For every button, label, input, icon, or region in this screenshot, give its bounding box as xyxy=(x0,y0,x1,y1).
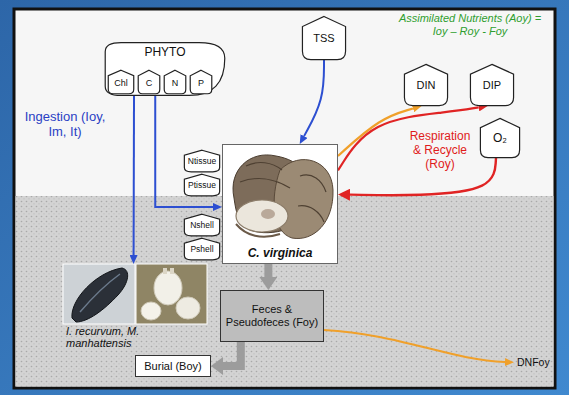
node-label: Ptissue xyxy=(188,181,216,191)
shield-outline xyxy=(138,70,160,94)
frame xyxy=(14,9,555,388)
node-label: I. recurvum, M. manhattensis xyxy=(66,325,202,350)
mussel-tunicate-photo xyxy=(63,264,207,324)
equation-note: Assimilated Nutrients (Aoy) = Ioy – Roy … xyxy=(392,12,548,37)
oyster-shell xyxy=(274,160,333,239)
node-label: O₂ xyxy=(493,132,507,146)
oxygen-shield: O₂ xyxy=(480,118,520,158)
tss-shield: TSS xyxy=(302,16,346,60)
node-label: DIP xyxy=(483,79,501,92)
flow-arrow xyxy=(304,60,324,136)
siphon xyxy=(170,268,174,274)
node-label: TSS xyxy=(313,32,334,45)
shell-highlight xyxy=(80,274,120,312)
node-label: Pshell xyxy=(190,245,213,255)
node-label: PHYTO xyxy=(144,46,185,60)
tunicate xyxy=(154,271,182,305)
shield-outline xyxy=(404,64,447,105)
flow-arrow xyxy=(338,108,413,156)
node-label: C. virginica xyxy=(248,247,313,261)
node-label: Chl xyxy=(114,78,128,88)
node-label: N xyxy=(172,78,179,88)
flux-label: Respiration & Recycle (Roy) xyxy=(404,130,476,171)
mussel-shell xyxy=(72,268,128,322)
flow-arrow xyxy=(264,264,272,277)
pool-outline xyxy=(105,43,225,96)
pool-shield: Pshell xyxy=(184,238,220,260)
tunicate xyxy=(176,297,200,319)
node-label: DIN xyxy=(417,79,436,92)
nutrient-shield: DIP xyxy=(470,64,514,106)
node-label: Nshell xyxy=(190,221,214,231)
nutrient-shield: DIN xyxy=(404,64,448,106)
muscle-scar xyxy=(261,209,275,219)
node-label: Ntissue xyxy=(188,157,216,167)
pool-shield: Ptissue xyxy=(184,174,220,196)
shell-edge xyxy=(236,224,280,237)
shield-outline xyxy=(184,214,219,236)
node-label: Burial (Boy) xyxy=(144,360,201,373)
shield-outline xyxy=(184,174,219,196)
biodeposit-box: Feces & Pseudofeces (Foy) xyxy=(220,290,324,342)
flow-arrow xyxy=(338,107,479,170)
oyster-photo-box: C. virginica xyxy=(222,144,338,264)
shield-outline xyxy=(190,70,212,94)
node-label: P xyxy=(198,78,204,88)
flux-label: Ingestion (Ioy, Im, It) xyxy=(24,110,106,140)
shield-outline xyxy=(108,70,133,94)
photo-ground xyxy=(222,144,338,264)
oyster-photo xyxy=(222,144,338,264)
shield-outline xyxy=(470,64,513,105)
shield-outline xyxy=(164,70,186,94)
shield-outline xyxy=(184,150,219,172)
node-label: Feces & Pseudofeces (Foy) xyxy=(225,303,319,328)
denitrification-arrow xyxy=(324,330,505,362)
phyto-pool: PHYTO Chl C N P xyxy=(104,42,226,96)
siphon xyxy=(163,268,167,274)
shield-outline xyxy=(302,16,345,59)
tunicate xyxy=(141,302,161,320)
flow-arrow xyxy=(350,158,496,195)
component-shield: P xyxy=(190,70,212,94)
node-label: C xyxy=(146,78,153,88)
burial-box: Burial (Boy) xyxy=(135,355,211,377)
pool-shield: Nshell xyxy=(184,214,220,236)
component-shield: Chl xyxy=(108,70,134,94)
mussel-photo-box: I. recurvum, M. manhattensis xyxy=(63,264,207,352)
component-shield: N xyxy=(164,70,186,94)
shield-outline xyxy=(480,118,519,157)
pool-shield: Ntissue xyxy=(184,150,220,172)
photo-ground xyxy=(63,264,135,324)
flow-arrow xyxy=(223,342,241,366)
flux-label: DNFoy xyxy=(517,356,550,368)
shield-outline xyxy=(184,238,219,260)
component-shield: C xyxy=(138,70,160,94)
photo-ground xyxy=(136,264,207,324)
flow-arrow xyxy=(133,96,135,255)
sediment-band xyxy=(16,196,554,387)
oyster-nacre xyxy=(236,200,288,232)
